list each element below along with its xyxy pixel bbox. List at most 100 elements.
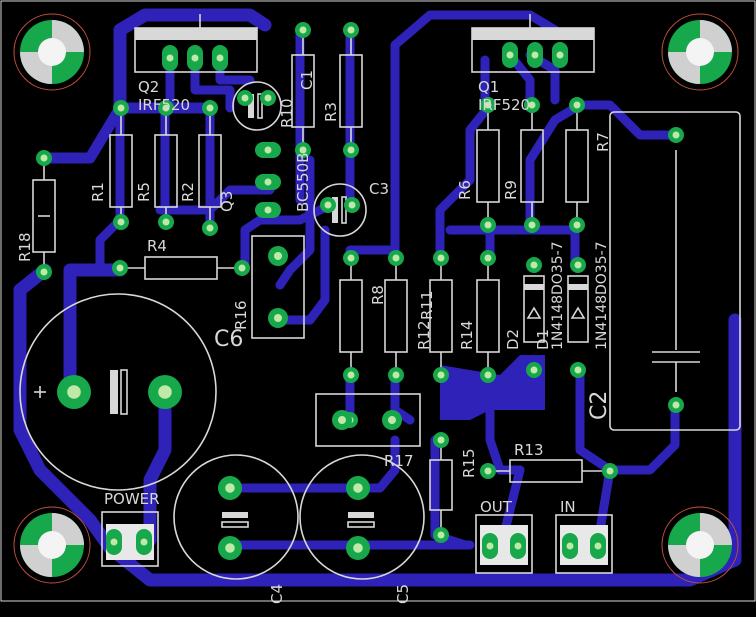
r12-resistor [384, 258, 408, 375]
r12-label: R12 [415, 320, 433, 350]
copper-pour [440, 355, 545, 420]
pad-hole [117, 218, 125, 226]
pad-hole [484, 371, 492, 379]
pad-hole [594, 542, 602, 550]
pad-hole [225, 483, 235, 493]
r18-resistor [32, 158, 56, 272]
trace [390, 10, 560, 105]
pad-hole [530, 261, 538, 269]
pad-hole [116, 264, 124, 272]
pad-hole [530, 366, 538, 374]
q3-value-label: BC550B [294, 153, 312, 212]
q3-name-label: Q3 [218, 191, 236, 212]
mount-hole-bottom-right [661, 506, 739, 584]
r18-label: R18 [16, 232, 34, 262]
pad-hole [347, 146, 355, 154]
r14-label: R14 [458, 320, 476, 350]
pad-hole [348, 201, 356, 209]
mount-hole-top-right [661, 13, 739, 91]
pad-hole [264, 206, 272, 214]
trace [435, 100, 495, 265]
q1-transistor [471, 14, 595, 73]
power-label: POWER [104, 490, 160, 508]
pad-hole [484, 101, 492, 109]
pad-hole [191, 54, 199, 62]
pad-hole [117, 104, 125, 112]
pad-hole [484, 221, 492, 229]
trace [575, 370, 680, 475]
pad-hole [506, 51, 514, 59]
pad-hole [573, 101, 581, 109]
pad-hole [324, 201, 332, 209]
pad-hole [484, 254, 492, 262]
capacitors [19, 81, 741, 580]
in-label: IN [560, 498, 576, 516]
r4-label: R4 [147, 237, 167, 255]
pad-hole [556, 51, 564, 59]
pad-hole [158, 385, 172, 399]
out-label: OUT [480, 498, 513, 516]
pad-hole [206, 224, 214, 232]
d1-diode [567, 275, 589, 343]
trace [155, 185, 275, 215]
q2-value-label: IRF520 [138, 96, 190, 114]
trace [345, 370, 415, 425]
pad-hole [206, 104, 214, 112]
pad-hole [353, 483, 363, 493]
r16-trimmer [251, 235, 305, 339]
mount-hole-bottom-left [13, 506, 91, 584]
pad-hole [67, 385, 81, 399]
r13-resistor [488, 459, 610, 483]
mounting-holes [13, 13, 739, 584]
pad-hole [514, 542, 522, 550]
c4-label: C4 [268, 584, 286, 604]
trace [275, 225, 330, 325]
pad-hole [216, 54, 224, 62]
r17-label: R17 [384, 452, 414, 470]
pad-hole [437, 371, 445, 379]
trace [143, 383, 172, 547]
r1-label: R1 [89, 182, 107, 202]
c3-label: C3 [369, 180, 389, 198]
pad-hole [274, 252, 282, 260]
pad-hole [225, 543, 235, 553]
pad-hole [274, 314, 282, 322]
trace [525, 100, 680, 235]
c1-label: C1 [298, 70, 316, 90]
c2-capacitor [609, 111, 741, 431]
d2-name-label: D2 [504, 329, 522, 350]
q2-transistor [134, 14, 258, 73]
pad-hole [166, 54, 174, 62]
d2-diode [523, 275, 545, 343]
q1-name-label: Q1 [478, 78, 499, 96]
c6-capacitor [19, 293, 217, 491]
pad-hole [606, 467, 614, 475]
pad-hole [531, 51, 539, 59]
r16-label: R16 [232, 300, 250, 330]
r8-label: R8 [369, 285, 387, 305]
c2-label: C2 [587, 391, 612, 420]
pads [36, 22, 684, 560]
pad-hole [347, 371, 355, 379]
pad-hole [162, 218, 170, 226]
d1-value-label: 1N4148DO35-7 [594, 241, 610, 350]
r9-label: R9 [502, 180, 520, 200]
pad-hole [392, 371, 400, 379]
trace [275, 155, 315, 290]
pad-hole [140, 538, 148, 546]
pad-hole [486, 542, 494, 550]
r14-resistor [476, 258, 500, 375]
pad-hole [299, 26, 307, 34]
pad-hole [347, 26, 355, 34]
c4-capacitor [173, 454, 299, 580]
r5-label: R5 [135, 182, 153, 202]
pad-hole [238, 264, 246, 272]
pad-hole [264, 178, 272, 186]
pad-hole [347, 254, 355, 262]
trace-top-rail [113, 8, 272, 117]
pad-hole [566, 542, 574, 550]
r2-label: R2 [179, 182, 197, 202]
pad-hole [264, 146, 272, 154]
pad-hole [264, 94, 272, 102]
